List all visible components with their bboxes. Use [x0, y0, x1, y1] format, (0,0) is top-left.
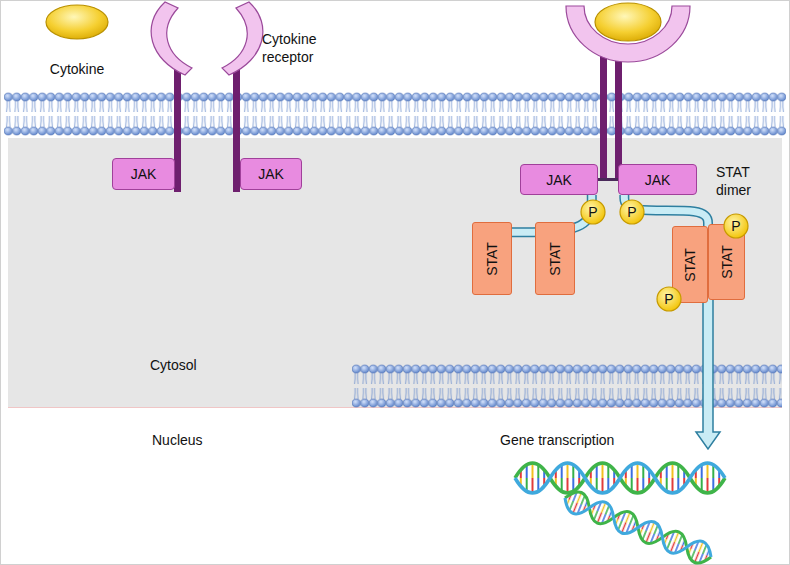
node-label: STAT [484, 242, 500, 276]
plasma-membrane [4, 90, 786, 138]
stat-box: STAT [535, 222, 575, 295]
annotation-label: Nucleus [152, 431, 203, 449]
bound-cytokine [595, 3, 661, 41]
phosphate-circle: P [723, 213, 749, 239]
node-label: JAK [131, 166, 157, 182]
cell-region: Cytosol JAK JAK JAK JAK P P STAT STAT STAT STAT P P [8, 138, 782, 408]
node-label: STAT [682, 248, 698, 282]
node-label: STAT [547, 242, 563, 276]
dna-strand [561, 488, 715, 565]
annotation-label: Gene transcription [500, 431, 614, 449]
ligand-shape [38, 3, 116, 43]
node-label: Cytosol [150, 357, 197, 373]
node-label: JAK [645, 172, 671, 188]
receptor-cup [566, 6, 690, 62]
phosphate-circle-outline [724, 214, 748, 238]
node-label: JAK [546, 172, 572, 188]
node-label: P [627, 204, 636, 220]
dna-strand [515, 463, 725, 493]
kinase-box: JAK [240, 158, 302, 190]
dna-rungs [561, 487, 716, 565]
node-label: STAT [718, 245, 734, 279]
dna-strand [515, 463, 725, 493]
dna-strand [561, 488, 715, 565]
node-label: P [588, 204, 597, 220]
kinase-box: JAK [618, 164, 697, 195]
stat-box: STAT [472, 222, 512, 295]
node-label: P [731, 218, 740, 234]
phosphate-circle-outline [620, 200, 644, 224]
kinase-box: JAK [520, 164, 598, 195]
phosphate-circle: P [619, 199, 645, 225]
annotation-label: STAT dimer [716, 163, 766, 199]
receptor-domain [222, 2, 263, 75]
node-label: Cytokine [38, 61, 116, 77]
cytokine-ellipse [46, 5, 108, 39]
node-label: P [664, 291, 673, 307]
phosphate-circle-outline [581, 200, 605, 224]
annotation-label: Cytokine receptor [262, 30, 334, 66]
receptor-domain [151, 2, 192, 75]
node-label: JAK [258, 166, 284, 182]
phosphate-circle-outline [657, 287, 681, 311]
dna-rungs [515, 462, 725, 494]
ligand-ellipse: Cytokine [38, 3, 116, 81]
kinase-box: JAK [112, 158, 175, 190]
phosphate-circle: P [580, 199, 606, 225]
phosphate-circle: P [656, 286, 682, 312]
